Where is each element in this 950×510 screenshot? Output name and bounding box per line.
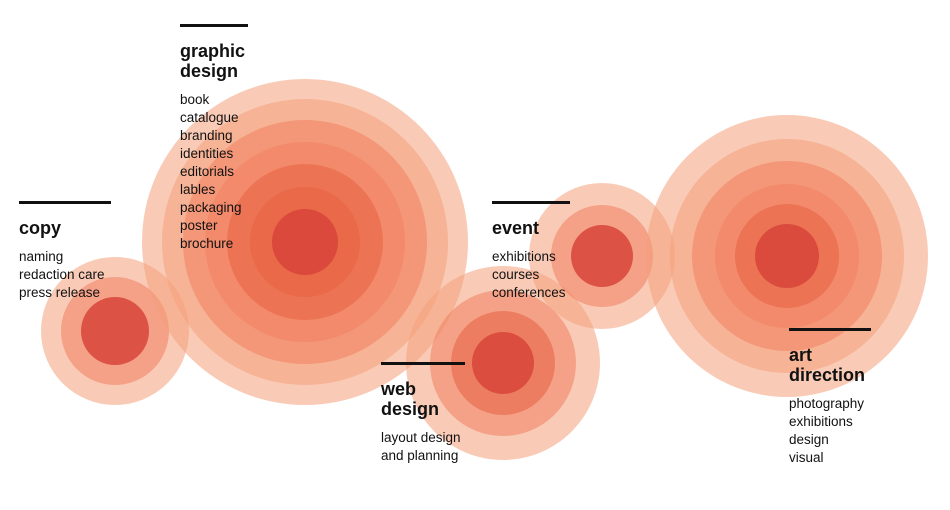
- list-item: press release: [19, 285, 101, 300]
- section-graphic-design: graphic design book catalogue branding i…: [180, 24, 248, 253]
- title-line: art: [789, 345, 813, 365]
- item-list-graphic-design: book catalogue branding identities edito…: [180, 91, 248, 253]
- list-item: visual: [789, 450, 824, 465]
- list-item: editorials: [180, 164, 235, 179]
- list-item: branding: [180, 128, 233, 143]
- section-event: event exhibitions courses conferences: [492, 201, 570, 302]
- section-rule: [381, 362, 465, 365]
- list-item: catalogue: [180, 110, 239, 125]
- item-list-web-design: layout design and planning: [381, 429, 465, 465]
- list-item: courses: [492, 267, 540, 282]
- circle-core: [272, 209, 338, 275]
- list-item: design: [789, 432, 829, 447]
- list-item: conferences: [492, 285, 566, 300]
- list-item: identities: [180, 146, 234, 161]
- section-rule: [19, 201, 111, 204]
- list-item: poster: [180, 218, 218, 233]
- section-copy: copy naming redaction care press release: [19, 201, 111, 302]
- section-title-web-design: web design: [381, 379, 465, 419]
- section-title-art-direction: art direction: [789, 345, 871, 385]
- list-item: packaging: [180, 200, 242, 215]
- item-list-event: exhibitions courses conferences: [492, 248, 570, 302]
- section-art-direction: art direction photography exhibitions de…: [789, 328, 871, 467]
- section-rule: [180, 24, 248, 27]
- list-item: brochure: [180, 236, 234, 251]
- list-item: book: [180, 92, 210, 107]
- section-title-copy: copy: [19, 218, 111, 238]
- title-line: design: [381, 399, 440, 419]
- section-rule: [492, 201, 570, 204]
- section-title-event: event: [492, 218, 570, 238]
- circle-core: [755, 224, 819, 288]
- section-title-graphic-design: graphic design: [180, 41, 248, 81]
- circle-cluster-web-design: [406, 266, 600, 460]
- list-item: naming: [19, 249, 64, 264]
- circle-core: [472, 332, 534, 394]
- section-rule: [789, 328, 871, 331]
- list-item: exhibitions: [492, 249, 556, 264]
- section-web-design: web design layout design and planning: [381, 362, 465, 465]
- circle-cluster-graphic-design: [142, 79, 468, 405]
- item-list-copy: naming redaction care press release: [19, 248, 111, 302]
- item-list-art-direction: photography exhibitions design visual: [789, 395, 871, 467]
- circles-layer: [41, 79, 928, 460]
- title-line: event: [492, 218, 540, 238]
- list-item: redaction care: [19, 267, 105, 282]
- title-line: direction: [789, 365, 866, 385]
- circle-cluster-event: [529, 183, 675, 329]
- title-line: design: [180, 61, 239, 81]
- title-line: copy: [19, 218, 62, 238]
- circle-core: [571, 225, 633, 287]
- title-line: web: [381, 379, 417, 399]
- title-line: graphic: [180, 41, 246, 61]
- list-item: layout design: [381, 430, 461, 445]
- list-item: photography: [789, 396, 865, 411]
- circle-cluster-art-direction: [646, 115, 928, 397]
- list-item: and planning: [381, 448, 459, 463]
- list-item: lables: [180, 182, 216, 197]
- circle-core: [81, 297, 149, 365]
- list-item: exhibitions: [789, 414, 853, 429]
